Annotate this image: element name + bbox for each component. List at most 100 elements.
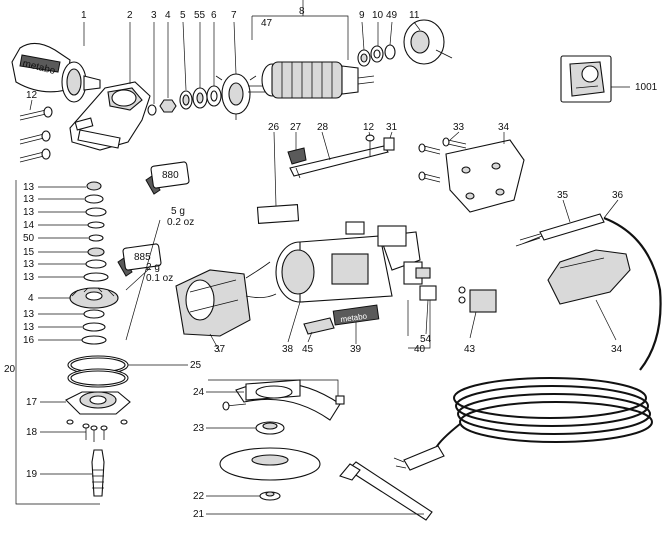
label-26: 26 bbox=[268, 122, 280, 133]
pin-wrench-part-21 bbox=[339, 461, 433, 521]
tube-880-number: 880 bbox=[162, 170, 179, 181]
label-39: 39 bbox=[350, 344, 362, 355]
gear-housing-part-2 bbox=[69, 81, 151, 151]
switch-rod-part-28 bbox=[289, 145, 389, 179]
tube-880-amount: 5 g bbox=[171, 206, 185, 217]
screws-part-33 bbox=[418, 137, 467, 183]
flange-part-23 bbox=[255, 421, 285, 435]
tube-885-amount-oz: 0.1 oz bbox=[146, 273, 173, 284]
clip-part-31 bbox=[383, 137, 395, 151]
stack-label-13-c: 13 bbox=[23, 207, 35, 218]
leader-lines bbox=[15, 0, 630, 515]
label-21: 21 bbox=[193, 509, 205, 520]
label-38: 38 bbox=[282, 344, 294, 355]
bearing-part-5 bbox=[179, 90, 193, 110]
label-card-part-26 bbox=[256, 204, 300, 224]
stack-label-13-d: 13 bbox=[23, 259, 35, 270]
stack-label-50: 50 bbox=[23, 233, 35, 244]
tube-880-amount-oz: 0.2 oz bbox=[167, 217, 194, 228]
label-8: 8 bbox=[299, 6, 305, 17]
bearing-plate-part-7 bbox=[215, 73, 257, 120]
clip-bracket bbox=[345, 221, 365, 235]
cable-with-plug-parts-35-36 bbox=[393, 213, 662, 471]
label-3: 3 bbox=[151, 10, 157, 21]
label-7: 7 bbox=[231, 10, 237, 21]
label-18: 18 bbox=[26, 427, 38, 438]
label-27: 27 bbox=[290, 122, 302, 133]
motor-housing-part-38 bbox=[275, 225, 421, 303]
stack-label-13-f: 13 bbox=[23, 309, 35, 320]
fan-cover-part-11 bbox=[403, 19, 453, 65]
wheel-guard-part-24 bbox=[222, 379, 345, 421]
grease-tube-880: 880 bbox=[145, 161, 190, 195]
stack-label-13-a: 13 bbox=[23, 182, 35, 193]
motor-brand-text: metabo bbox=[340, 311, 368, 324]
label-28: 28 bbox=[317, 122, 329, 133]
label-40: 40 bbox=[414, 344, 426, 355]
label-43: 43 bbox=[464, 344, 476, 355]
handle-cover-part-34-lower bbox=[547, 249, 631, 305]
part-number-labels: 1 2 3 4 5 55 6 7 8 9 10 49 11 47 12 1001… bbox=[4, 6, 658, 520]
label-5: 5 bbox=[180, 10, 186, 21]
label-1001: 1001 bbox=[635, 82, 658, 93]
label-19: 19 bbox=[26, 469, 38, 480]
label-9: 9 bbox=[359, 10, 365, 21]
label-24: 24 bbox=[193, 387, 205, 398]
label-22: 22 bbox=[193, 491, 205, 502]
housing-screws bbox=[19, 130, 51, 163]
part-1001-inset bbox=[560, 55, 612, 103]
spindle-parts-stack bbox=[65, 181, 131, 497]
rear-cover-part-34-top bbox=[445, 139, 525, 213]
label-55: 55 bbox=[194, 10, 206, 21]
label-20: 20 bbox=[4, 364, 16, 375]
label-49: 49 bbox=[386, 10, 398, 21]
tube-885-number: 885 bbox=[134, 252, 151, 263]
label-1: 1 bbox=[81, 10, 87, 21]
stack-label-13-g: 13 bbox=[23, 322, 35, 333]
label-2: 2 bbox=[127, 10, 133, 21]
label-12-upper: 12 bbox=[26, 90, 38, 101]
part-54 bbox=[419, 285, 437, 301]
nut-part-4 bbox=[159, 99, 177, 113]
label-36: 36 bbox=[612, 190, 624, 201]
ring-part-10 bbox=[370, 45, 384, 63]
label-34-top: 34 bbox=[498, 122, 510, 133]
label-10: 10 bbox=[372, 10, 384, 21]
stack-label-13-e: 13 bbox=[23, 272, 35, 283]
label-35: 35 bbox=[557, 190, 569, 201]
label-54: 54 bbox=[420, 334, 432, 345]
label-4-top: 4 bbox=[165, 10, 171, 21]
label-11: 11 bbox=[409, 10, 420, 21]
label-37: 37 bbox=[214, 344, 226, 355]
tube-885-amount: 2 g bbox=[146, 262, 160, 273]
label-47: 47 bbox=[261, 18, 273, 29]
label-33: 33 bbox=[453, 122, 465, 133]
label-12-right: 12 bbox=[363, 122, 375, 133]
side-handle-part-1: metabo bbox=[11, 42, 101, 103]
armature-part-8 bbox=[248, 61, 375, 99]
bearing-part-55 bbox=[192, 87, 208, 109]
stack-label-13-b: 13 bbox=[23, 194, 35, 205]
stack-label-15: 15 bbox=[23, 247, 35, 258]
stack-label-16: 16 bbox=[23, 335, 35, 346]
label-25: 25 bbox=[190, 360, 202, 371]
screw-part-12-upper bbox=[19, 106, 53, 121]
label-23: 23 bbox=[193, 423, 205, 434]
label-6: 6 bbox=[211, 10, 217, 21]
brand-label-part-39: metabo bbox=[332, 304, 380, 326]
part-45 bbox=[303, 317, 335, 335]
stack-label-14: 14 bbox=[23, 220, 35, 231]
switch-part-40 bbox=[403, 261, 431, 285]
label-34-lower: 34 bbox=[611, 344, 623, 355]
stack-label-4: 4 bbox=[28, 293, 34, 304]
label-31: 31 bbox=[386, 122, 398, 133]
stator-part-37 bbox=[175, 261, 277, 337]
bearing-part-6 bbox=[206, 85, 222, 107]
nut-part-3 bbox=[147, 104, 157, 116]
label-45: 45 bbox=[302, 344, 314, 355]
label-17: 17 bbox=[26, 397, 38, 408]
clamping-nut-part-22 bbox=[259, 491, 281, 501]
washer-part-49 bbox=[384, 44, 396, 60]
grinding-disc bbox=[219, 447, 321, 481]
